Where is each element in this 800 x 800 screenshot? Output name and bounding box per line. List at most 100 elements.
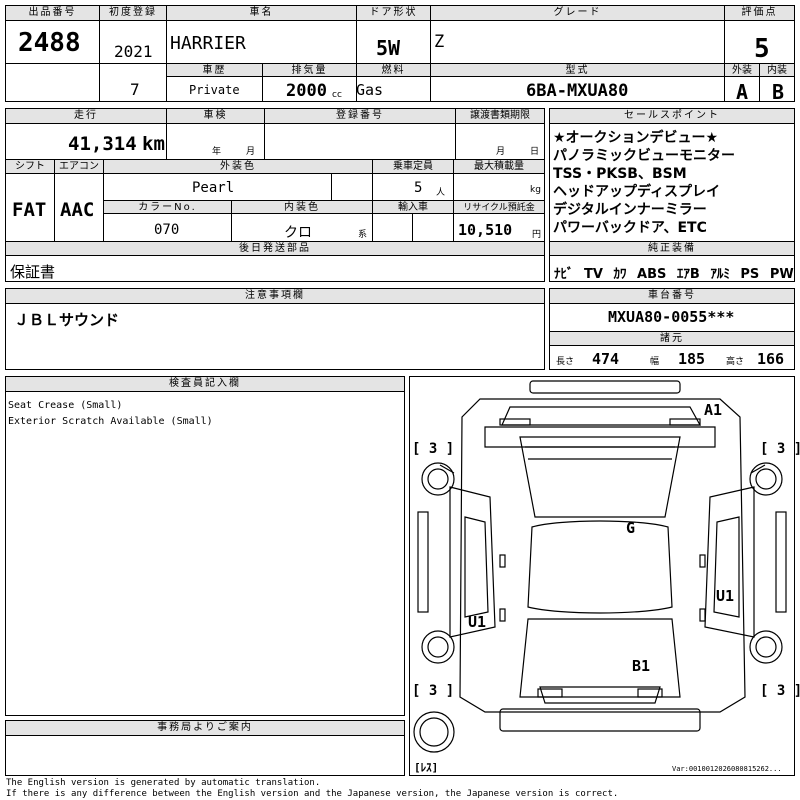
shift-label: シフト (6, 160, 54, 174)
history-label: 車歴 (167, 63, 262, 77)
damage-mark-a1: A1 (704, 401, 723, 419)
inspector-notes: Seat Crease (Small) Exterior Scratch Ava… (8, 398, 213, 430)
equipment-item: ｶﾜ (613, 267, 627, 282)
tire-rear-left: [ 3 ] (412, 683, 455, 699)
lot-number: 2488 (18, 28, 81, 58)
damage-mark-u1-left: U1 (468, 613, 487, 631)
footer-line: The English version is generated by auto… (6, 778, 321, 788)
notes-label: 注意事項欄 (6, 289, 544, 304)
history: Private (189, 83, 240, 97)
ext-label: 外装 (725, 63, 759, 77)
tire-front-right: [ 3 ] (760, 441, 800, 457)
car-diagram-block: A1 G U1 U1 B1 [ 3 ] [ 3 ] [ 3 ] [ 3 ] [ﾚ… (409, 376, 800, 776)
car-name: HARRIER (170, 33, 246, 54)
office-label: 事務局よりご案内 (6, 721, 404, 736)
dims-label: 諸元 (550, 331, 794, 346)
damage-mark-g: G (626, 519, 636, 537)
model-code: 6BA-MXUA80 (526, 81, 629, 101)
score-label: 評価点 (725, 6, 794, 21)
grade-label: グレード (431, 6, 724, 21)
width: 185 (678, 350, 706, 368)
first-reg-label: 初度登録 (100, 6, 166, 21)
mileage: 41,314 (68, 133, 137, 155)
notes-block: 注意事項欄 ＪＢＬサウンド (5, 288, 545, 370)
ac-label: エアコン (55, 160, 103, 174)
int-color-suffix: 系 (358, 230, 368, 240)
length-label: 長さ (556, 357, 575, 367)
chassis-label: 車台番号 (550, 289, 794, 304)
sales-point-item: パワーバックドア、ETC (553, 220, 707, 236)
capacity-unit: 人 (436, 188, 446, 198)
damage-mark-b1: B1 (632, 657, 651, 675)
recycle-unit: 円 (532, 230, 542, 240)
later-parts-label: 後日発送部品 (6, 241, 544, 256)
height-label: 高さ (726, 357, 745, 367)
history-year: 7 (130, 80, 140, 99)
door-type: 5W (376, 36, 401, 60)
damage-mark-u1-right: U1 (716, 587, 735, 605)
sales-point-item: デジタルインナーミラー (553, 202, 707, 218)
inspector-line: Exterior Scratch Available (Small) (8, 416, 213, 427)
color-no-label: カラーNo. (104, 200, 231, 214)
inspection-month-unit: 月 (246, 147, 256, 157)
displacement: 2000 (286, 81, 327, 101)
reg-no-label: 登録番号 (265, 109, 455, 124)
chassis-number: MXUA80-0055*** (608, 308, 735, 326)
ext-color: Pearl (192, 180, 235, 196)
width-label: 幅 (650, 357, 660, 367)
color-no: 070 (154, 222, 180, 238)
equipment-item: ｴｱB (676, 267, 700, 282)
car-name-label: 車名 (167, 6, 356, 21)
score: 5 (754, 34, 770, 64)
ext-grade: A (736, 80, 749, 104)
import-label: 輸入車 (373, 200, 453, 214)
displacement-unit: cc (332, 90, 342, 100)
recycle-label: リサイクル預託金 (454, 200, 544, 214)
int-grade: B (772, 80, 785, 104)
version-code: Var:0010012026080815262... (672, 765, 782, 773)
transfer-day: 日 (530, 147, 540, 157)
equipment-list: ﾅﾋﾞ TV ｶﾜ ABS ｴｱB ｱﾙﾐ PS PW (554, 263, 794, 282)
fuel: Gas (356, 81, 384, 99)
inspector-line: Seat Crease (Small) (8, 400, 123, 411)
max-load-unit: kg (530, 185, 541, 195)
sales-points-list: ★オークションデビュー★ パノラミックビューモニター TSS・PKSB、BSM … (553, 129, 735, 237)
max-load-label: 最大積載量 (454, 160, 544, 174)
inspector-label: 検査員記入欄 (6, 377, 404, 392)
sales-point-item: TSS・PKSB、BSM (553, 166, 687, 182)
door-label: ドア形状 (357, 6, 430, 21)
chassis-block: 車台番号 MXUA80-0055*** 諸元 長さ 474 幅 185 高さ 1… (549, 288, 795, 370)
int-label: 内装 (760, 63, 794, 77)
first-reg-year: 2021 (114, 42, 153, 61)
footer-line: If there is any difference between the E… (6, 789, 619, 799)
equipment-item: PW (769, 267, 794, 282)
mileage-unit: km (142, 133, 165, 155)
header-block: 出品番号 初度登録 車名 ドア形状 グレード 評価点 2488 2021 HAR… (5, 5, 795, 104)
shift: FAT (12, 199, 47, 221)
fuel-label: 燃料 (357, 63, 430, 77)
inspection-year-unit: 年 (212, 147, 222, 157)
office-block: 事務局よりご案内 (5, 720, 405, 776)
mileage-label: 走行 (6, 109, 166, 124)
ext-color-label: 外装色 (104, 160, 372, 174)
equipment-item: ｱﾙﾐ (710, 267, 730, 282)
transfer-month: 月 (496, 147, 506, 157)
int-color-label: 内装色 (232, 200, 372, 214)
equipment-item: ABS (637, 267, 667, 282)
ac: AAC (60, 199, 95, 221)
spec-block: 走行 車検 登録番号 譲渡書類期限 41,314 km 年 月 月 日 シフト … (5, 108, 545, 282)
equipment-label: 純正装備 (550, 241, 794, 256)
tire-rear-right: [ 3 ] (760, 683, 800, 699)
inspection-label: 車検 (167, 109, 264, 124)
footer-disclaimer: The English version is generated by auto… (6, 778, 618, 800)
sales-points-label: セールスポイント (550, 109, 794, 124)
recycle-fee: 10,510 (458, 221, 513, 239)
equipment-item: PS (740, 267, 760, 282)
transfer-label: 譲渡書類期限 (456, 109, 544, 124)
int-color: クロ (284, 225, 312, 241)
capacity: 5 (414, 180, 423, 196)
spare-tire-label: [ﾚｽ] (414, 761, 439, 774)
inspector-block: 検査員記入欄 Seat Crease (Small) Exterior Scra… (5, 376, 405, 716)
grade: Z (434, 32, 445, 52)
height: 166 (757, 350, 785, 368)
